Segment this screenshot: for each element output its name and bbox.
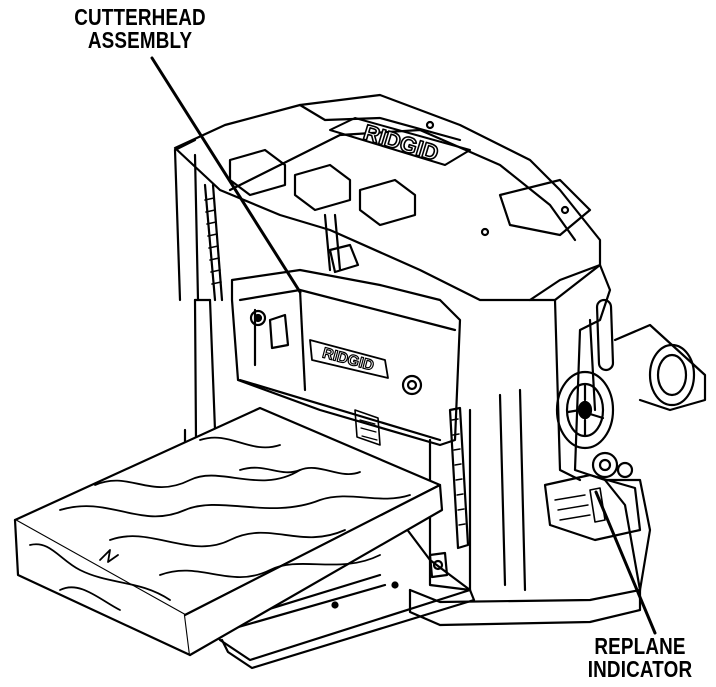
replane-leader-line: [594, 490, 657, 635]
right-extension: [613, 323, 707, 412]
left-column: [173, 138, 224, 302]
cutterhead-label-line1: CUTTERHEAD: [74, 4, 206, 30]
replane-indicator-assembly: [543, 451, 642, 542]
base-knob: [428, 551, 449, 579]
wood-board: [13, 406, 444, 657]
right-side-frame: [528, 263, 652, 592]
cutterhead-assembly-label: CUTTERHEAD ASSEMBLY: [58, 6, 222, 52]
replane-label-line1: REPLANE: [594, 633, 686, 659]
handwheel: [555, 370, 615, 450]
cutterhead-leader-line: [150, 56, 302, 294]
cutterhead-label-line2: ASSEMBLY: [87, 27, 193, 53]
cutterhead-logo-text: RIDGID: [321, 345, 376, 375]
top-logo-text: RIDGID: [361, 119, 442, 165]
replane-indicator-label: REPLANE INDICATOR: [570, 635, 709, 681]
replane-label-line2: INDICATOR: [587, 656, 693, 682]
depth-scale: [354, 406, 470, 550]
